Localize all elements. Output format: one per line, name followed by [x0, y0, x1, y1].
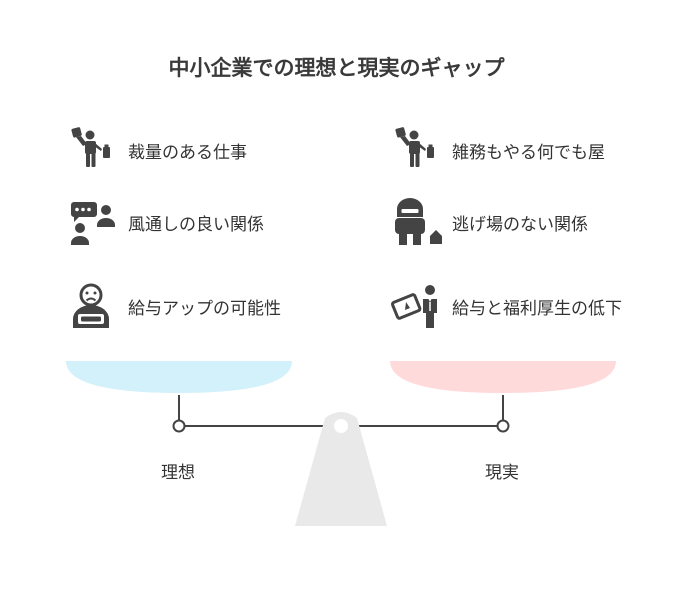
reality-item-odd-jobs: 雑務もやる何でも屋: [390, 122, 605, 178]
ideal-item-discretion: 裁量のある仕事: [66, 122, 247, 178]
pivot: [334, 419, 348, 433]
reality-item-label: 逃げ場のない関係: [452, 214, 588, 235]
fulcrum: [295, 412, 387, 526]
ideal-item-label: 風通しの良い関係: [128, 214, 264, 235]
reality-item-no-escape: 逃げ場のない関係: [390, 194, 588, 250]
reality-label: 現実: [485, 463, 519, 483]
ideal-label: 理想: [161, 463, 195, 483]
left-hinge: [172, 419, 186, 433]
reality-pan: [390, 361, 616, 393]
ideal-item-raise: 給与アップの可能性: [66, 278, 281, 334]
reality-item-label: 雑務もやる何でも屋: [452, 142, 605, 163]
ideal-item-label: 給与アップの可能性: [128, 298, 281, 319]
ideal-item-open-relations: 風通しの良い関係: [66, 194, 264, 250]
reality-item-label: 給与と福利厚生の低下: [452, 298, 622, 319]
ideal-pan: [66, 361, 292, 393]
ideal-item-label: 裁量のある仕事: [128, 142, 247, 163]
reality-item-lower-pay: 給与と福利厚生の低下: [390, 278, 622, 334]
diagram-title: 中小企業での理想と現実のギャップ: [168, 56, 505, 80]
right-hinge: [496, 419, 510, 433]
